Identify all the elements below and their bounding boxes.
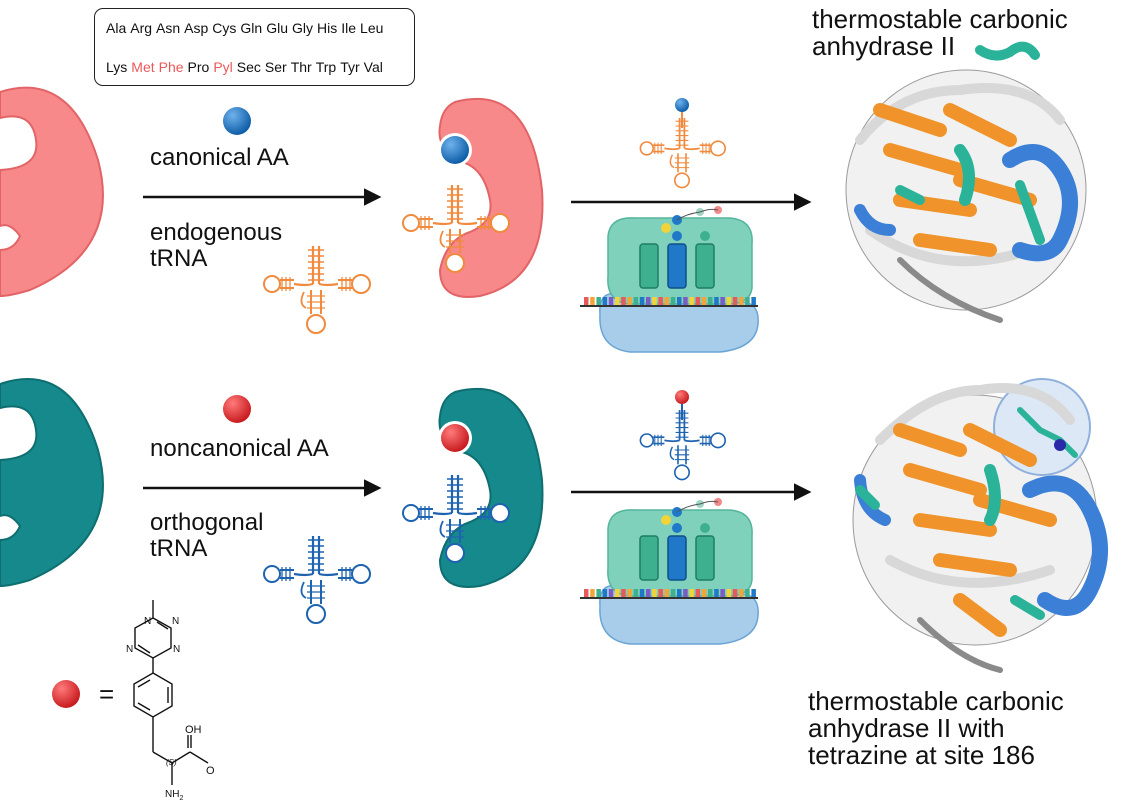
bound-canonical-aa-icon <box>441 136 469 164</box>
amino-acid-asp: Asp <box>184 20 209 36</box>
orthogonal-trna-icon <box>262 534 372 625</box>
amino-acid-met: Met <box>131 59 155 75</box>
bound-noncanonical-aa-icon <box>441 424 469 452</box>
bottom-protein-ribbon-icon <box>852 378 1108 673</box>
top-product-title-1: thermostable carbonic <box>812 4 1068 34</box>
orthogonal-synthetase-icon <box>0 377 104 588</box>
amino-acid-glu: Glu <box>266 20 288 36</box>
charged-orthogonal-aa-icon <box>675 390 689 404</box>
amino-acid-leu: Leu <box>360 20 384 36</box>
legend-noncanonical-aa-icon <box>52 680 80 708</box>
amino-acid-arg: Arg <box>130 20 153 36</box>
amino-acid-lys: Lys <box>106 59 128 75</box>
canonical-aa-label: canonical AA <box>150 144 289 171</box>
top-protein-ribbon-icon <box>845 41 1087 323</box>
bottom-product-title-2: anhydrase II with <box>808 713 1005 743</box>
amino-acid-pro: Pro <box>187 59 210 75</box>
endogenous-trna-label-1: endogenous <box>150 219 283 246</box>
noncanonical-aa-label: noncanonical AA <box>150 435 329 462</box>
amino-acid-val: Val <box>363 59 383 75</box>
amino-acid-phe: Phe <box>158 59 184 75</box>
amino-acid-trp: Trp <box>315 59 337 75</box>
charged-trna-aa-icon <box>675 98 689 112</box>
amino-acid-pyl: Pyl <box>213 59 233 75</box>
tetrazine-n-4: N <box>173 644 180 655</box>
tetrazine-n-2: N <box>172 616 179 627</box>
legend-equals: = <box>99 679 114 709</box>
tetrazine-structure-icon <box>133 600 209 785</box>
tetrazine-n-1: N <box>144 616 151 627</box>
amino-acid-thr: Thr <box>290 59 312 75</box>
orthogonal-trna-label-1: orthogonal <box>150 509 264 536</box>
o-label: O <box>206 765 215 777</box>
amino-acid-tyr: Tyr <box>340 59 360 75</box>
charged-orthogonal-trna-icon <box>639 409 727 481</box>
bottom-ribosome-icon <box>579 497 760 645</box>
amino-acid-gly: Gly <box>292 20 313 36</box>
amino-acid-ser: Ser <box>264 59 287 75</box>
amino-acid-asn: Asn <box>156 20 181 36</box>
bottom-product-title-1: thermostable carbonic <box>808 686 1064 716</box>
amino-acid-cys: Cys <box>212 20 237 36</box>
amino-acid-sec: Sec <box>236 59 261 75</box>
canonical-aa-ball-icon <box>223 107 251 135</box>
orthogonal-trna-label-2: tRNA <box>150 535 208 562</box>
amino-acid-ala: Ala <box>106 20 127 36</box>
amino-acid-his: His <box>317 20 338 36</box>
oh-label: OH <box>185 724 202 736</box>
tetrazine-n-3: N <box>126 644 133 655</box>
top-product-title-2: anhydrase II <box>812 31 956 61</box>
stereo-label: (S) <box>166 758 177 767</box>
charged-endogenous-trna-icon <box>639 117 727 189</box>
nh2-label: NH2 <box>165 789 183 802</box>
endogenous-trna-icon <box>262 244 372 335</box>
amino-acid-gln: Gln <box>240 20 263 36</box>
endogenous-trna-label-2: tRNA <box>150 245 208 272</box>
bottom-product-title-3: tetrazine at site 186 <box>808 740 1035 770</box>
endogenous-synthetase-icon <box>0 86 104 298</box>
amino-acid-ile: Ile <box>341 20 357 36</box>
top-ribosome-icon <box>579 205 760 353</box>
noncanonical-aa-ball-icon <box>223 395 251 423</box>
